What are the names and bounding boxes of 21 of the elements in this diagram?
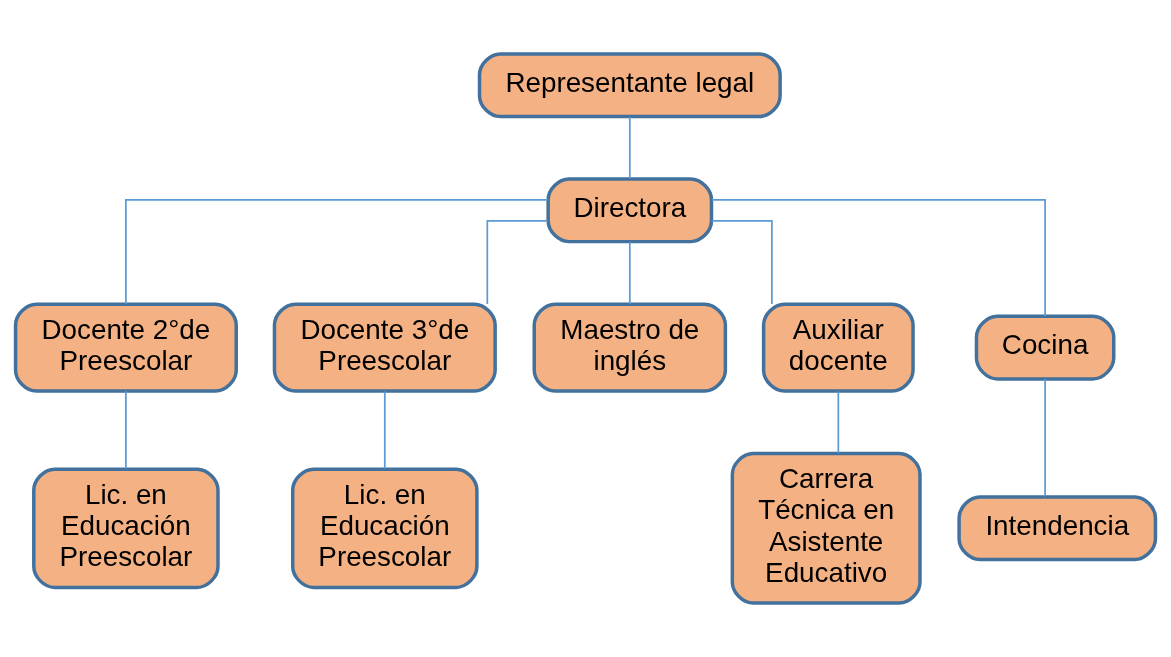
node-box: Carrera Técnica en Asistente Educativo <box>730 451 922 605</box>
connector <box>711 199 1046 318</box>
node-box: Docente 3°de Preescolar <box>272 302 497 393</box>
connector <box>710 219 773 305</box>
connector <box>125 390 127 470</box>
connector <box>125 199 549 305</box>
node-box: Lic. en Educación Preescolar <box>32 467 220 590</box>
node-box: Representante legal <box>477 52 782 119</box>
connector <box>1044 378 1046 498</box>
node-box: Docente 2°de Preescolar <box>13 302 238 393</box>
connector <box>383 390 386 470</box>
connector <box>628 115 631 180</box>
connector <box>837 390 840 455</box>
node-box: Cocina <box>974 314 1116 381</box>
node-box: Lic. en Educación Preescolar <box>290 467 479 590</box>
node-box: Directora <box>546 177 714 244</box>
node-box: Intendencia <box>957 495 1158 562</box>
connector <box>628 241 631 305</box>
node-box: Auxiliar docente <box>761 302 915 393</box>
connector <box>486 219 549 305</box>
node-box: Maestro de inglés <box>532 302 728 393</box>
